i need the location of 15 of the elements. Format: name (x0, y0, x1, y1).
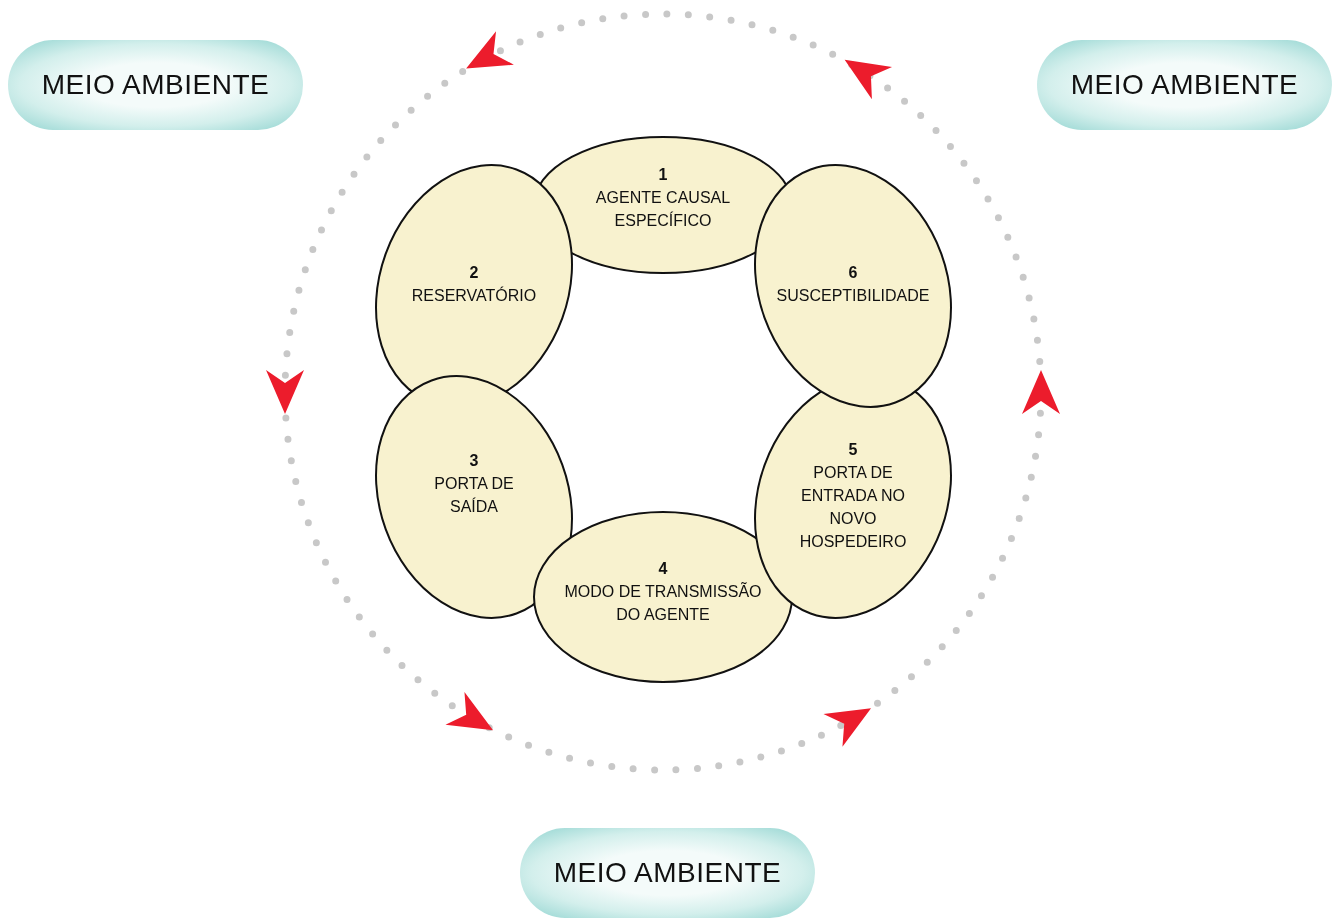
step-label: AGENTE CAUSAL ESPECÍFICO (594, 187, 732, 231)
step-number: 4 (658, 558, 668, 579)
step-label: SUSCEPTIBILIDADE (776, 286, 930, 306)
step-label: PORTA DE ENTRADA NO NOVO HOSPEDEIRO (798, 462, 908, 552)
step-label: MODO DE TRANSMISSÃO DO AGENTE (563, 581, 763, 625)
step-number: 2 (469, 263, 479, 283)
step-number: 5 (848, 439, 858, 460)
step-label: PORTA DE SAÍDA (433, 473, 515, 517)
pill-label: MEIO AMBIENTE (41, 69, 270, 101)
pill-label: MEIO AMBIENTE (1070, 69, 1299, 101)
step-number: 1 (658, 164, 668, 185)
step-number: 6 (848, 263, 858, 283)
pill-label: MEIO AMBIENTE (553, 857, 782, 889)
step-number: 3 (469, 450, 479, 471)
step-label: RESERVATÓRIO (411, 285, 537, 306)
